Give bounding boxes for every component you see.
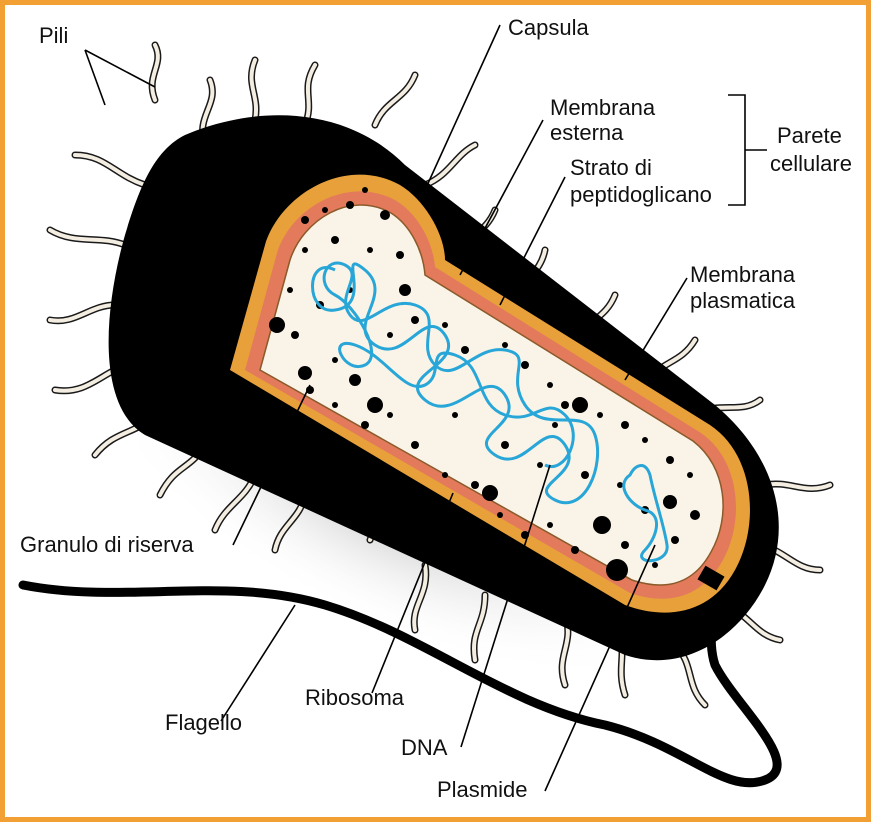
- label-capsula: Capsula: [508, 15, 589, 40]
- bacterium-illustration: [5, 5, 871, 827]
- label-plasma-membrane-line2: plasmatica: [690, 288, 795, 313]
- label-dna: DNA: [401, 735, 447, 760]
- label-ribosome: Ribosoma: [305, 685, 404, 710]
- label-plasmid: Plasmide: [437, 777, 527, 802]
- cell-wall-bracket: [728, 95, 767, 205]
- label-cell-wall-line1: Parete: [777, 123, 842, 148]
- label-peptidoglycan-line2: peptidoglicano: [570, 182, 712, 207]
- label-peptidoglycan-line1: Strato di: [570, 155, 652, 180]
- label-pili: Pili: [39, 23, 68, 48]
- label-storage-granule: Granulo di riserva: [20, 532, 194, 557]
- label-outer-membrane-line1: Membrana: [550, 95, 655, 120]
- label-flagellum: Flagello: [165, 710, 242, 735]
- label-plasma-membrane-line1: Membrana: [690, 262, 795, 287]
- label-outer-membrane-line2: esterna: [550, 120, 623, 145]
- label-cell-wall-line2: cellulare: [770, 151, 852, 176]
